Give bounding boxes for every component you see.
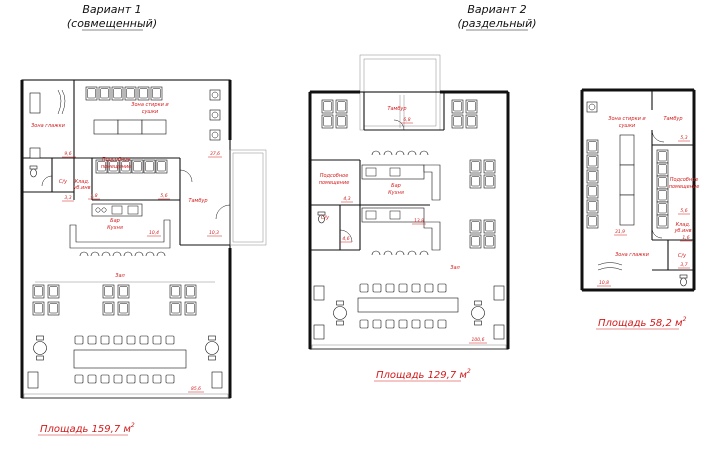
v2-hall-area: 100,6 xyxy=(472,337,485,343)
v2-hall-label: Зал xyxy=(450,265,460,271)
v1-ironing-area: 9,6 xyxy=(64,151,71,157)
v1-utility-label-1: Подсобное xyxy=(102,157,131,163)
v1-vestibule-label: Тамбур xyxy=(188,198,207,204)
v2s-storage-label-1: Клад. xyxy=(676,222,691,228)
v1-utility-area: 5,6 xyxy=(160,193,167,199)
v1-wc-label: С/у xyxy=(59,179,68,185)
v2s-wc-label: С/у xyxy=(678,253,687,259)
v2s-vestibule-label: Тамбур xyxy=(663,116,682,122)
v2-wc-label: С/у xyxy=(321,215,330,221)
variant1-area: Площадь 159,7 м2 xyxy=(40,422,135,435)
variant2-title: Вариант 2 xyxy=(467,3,526,16)
v2s-wc-area: 3,7 xyxy=(680,262,687,268)
v1-ironing-label: Зона глажки xyxy=(31,123,66,129)
v2s-ironing-label: Зона глажки xyxy=(615,252,650,258)
variant2-main-plan: Тамбур Подсобное помещение Бар Кухня С/у… xyxy=(308,54,510,350)
variant1-plan: Зона глажки Зона стирки и сушки Подсобно… xyxy=(20,79,267,399)
variant2-side-plan: Зона стирки и сушки Тамбур Подсобное пом… xyxy=(580,88,700,292)
v1-bar-area: 10,4 xyxy=(149,230,159,236)
v2-bar-area: 13,8 xyxy=(414,218,424,224)
v1-laundry-label-2: сушки xyxy=(142,109,159,115)
v2s-laundry-area: 31,9 xyxy=(615,229,625,235)
v2s-laundry-label-1: Зона стирки и xyxy=(608,116,646,122)
v2-bar-label-2: Кухня xyxy=(388,190,404,196)
v2s-laundry-label-2: сушки xyxy=(619,123,636,129)
v1-wc-area: 3,3 xyxy=(64,195,71,201)
v2-wc-area: 4,6 xyxy=(342,236,349,242)
variant1-subtitle: (совмещенный) xyxy=(67,17,157,30)
v2-vestibule-label: Тамбур xyxy=(387,106,406,112)
variant2-main-area: Площадь 129,7 м2 xyxy=(376,368,471,381)
v1-storage-label-2: уб.инв xyxy=(72,185,90,191)
v2-bar-label-1: Бар xyxy=(391,183,401,189)
v2s-utility-area: 5,6 xyxy=(680,208,687,214)
v1-utility-label-2: помещение xyxy=(101,164,132,170)
v2s-utility-label-2: помещение xyxy=(669,184,700,190)
v1-bar-label-1: Бар xyxy=(110,218,120,224)
v1-laundry-label-1: Зона стирки и xyxy=(131,102,169,108)
v2s-storage-area: 1,6 xyxy=(682,235,689,241)
v2s-ironing-area: 10,8 xyxy=(599,280,609,286)
v2s-utility-label-1: Подсобное xyxy=(670,177,699,183)
v2-utility-area: 4,3 xyxy=(343,196,350,202)
v2-utility-label-2: помещение xyxy=(319,180,350,186)
v1-storage-label-1: Клад. xyxy=(75,179,90,185)
v2-utility-label-1: Подсобное xyxy=(320,173,349,179)
v1-vestibule-area: 10,3 xyxy=(209,230,219,236)
v1-bar-label-2: Кухня xyxy=(107,225,123,231)
v1-laundry-area: 37,6 xyxy=(210,151,220,157)
variant2-side-area: Площадь 58,2 м2 xyxy=(598,316,687,329)
variant1-title: Вариант 1 xyxy=(82,3,141,16)
v2-vestibule-area: 6,8 xyxy=(403,117,410,123)
v2s-vestibule-area: 5,3 xyxy=(680,135,687,141)
variant2-subtitle: (раздельный) xyxy=(457,17,536,30)
v1-hall-area: 85,6 xyxy=(191,386,201,392)
v1-hall-label: Зал xyxy=(115,273,125,279)
v1-storage-area: 1,8 xyxy=(90,193,97,199)
v2s-storage-label-2: уб.инв xyxy=(673,228,691,234)
